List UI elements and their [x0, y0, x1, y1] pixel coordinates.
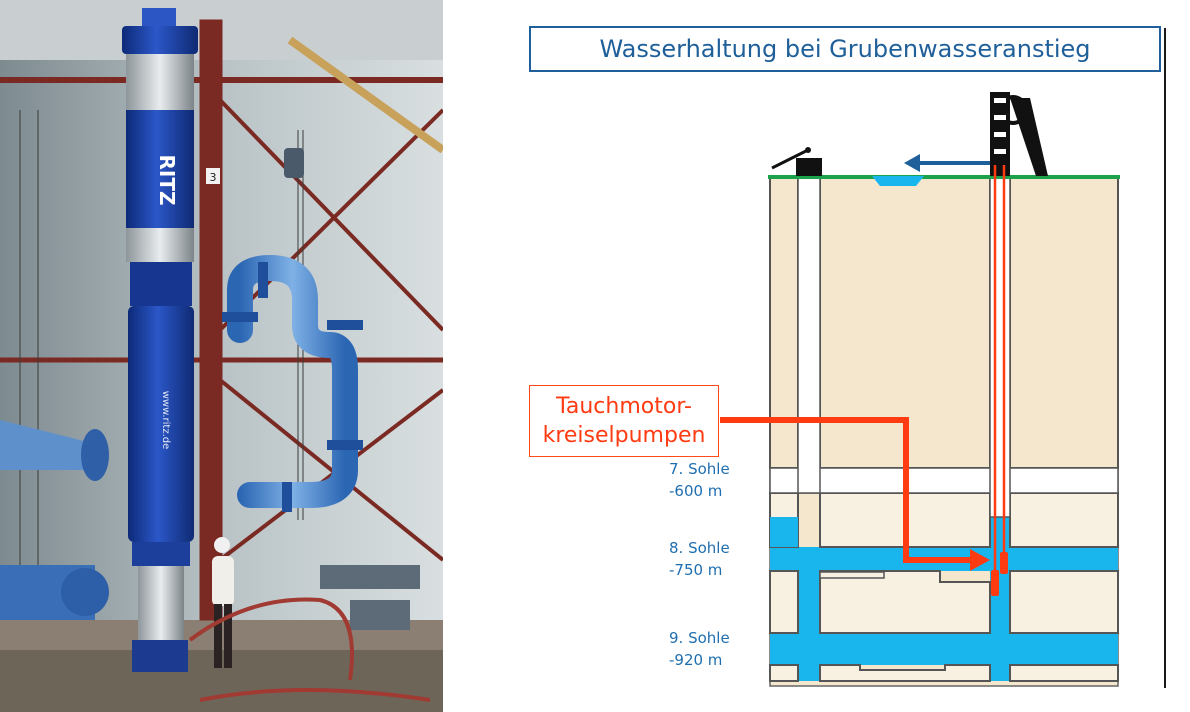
- water-band-8: [770, 517, 885, 579]
- mine-diagram: [720, 92, 1120, 687]
- level-depth: -600 m: [669, 482, 723, 500]
- crane-hook: [284, 148, 304, 178]
- level-label-7: 7. Sohle -600 m: [669, 458, 765, 502]
- pump-url: www.ritz.de: [160, 391, 171, 450]
- surface-pond: [872, 176, 924, 186]
- pump-photo: RITZ www.ritz.de 3: [0, 0, 443, 712]
- gauge-panel: [320, 565, 420, 630]
- level-name: 7. Sohle: [669, 460, 730, 478]
- diagram-title: Wasserhaltung bei Grubenwasseranstieg: [529, 26, 1161, 72]
- surface-line: [768, 175, 1120, 179]
- return-arrow: [904, 154, 992, 172]
- submersible-pump: RITZ www.ritz.de: [122, 8, 198, 672]
- pump-label: Tauchmotor- kreiselpumpen: [529, 385, 719, 457]
- level-depth: -920 m: [669, 651, 723, 669]
- left-pipe: [0, 420, 109, 620]
- column-number: 3: [210, 171, 217, 184]
- level-name: 8. Sohle: [669, 539, 730, 557]
- level-label-9: 9. Sohle -920 m: [669, 627, 765, 671]
- gallery-7: [769, 467, 1119, 494]
- riser-pipes: [993, 165, 1006, 590]
- person: [212, 537, 234, 668]
- level-depth: -750 m: [669, 561, 723, 579]
- level-label-8: 8. Sohle -750 m: [669, 537, 765, 581]
- frame-line: [1164, 28, 1166, 688]
- headframe-right: [990, 92, 1048, 176]
- pumps: [991, 552, 1008, 596]
- pump-label-line1: Tauchmotor-: [556, 394, 692, 419]
- headframe-left: [771, 147, 822, 176]
- pump-label-line2: kreiselpumpen: [542, 423, 706, 448]
- pipe-flanges: [222, 262, 363, 512]
- floor-hose: [188, 597, 431, 702]
- pump-brand: RITZ: [155, 155, 179, 206]
- level-name: 9. Sohle: [669, 629, 730, 647]
- upper-rock: [769, 177, 1119, 469]
- pointer-arrow: [720, 417, 990, 571]
- column-sign: 3: [206, 168, 220, 184]
